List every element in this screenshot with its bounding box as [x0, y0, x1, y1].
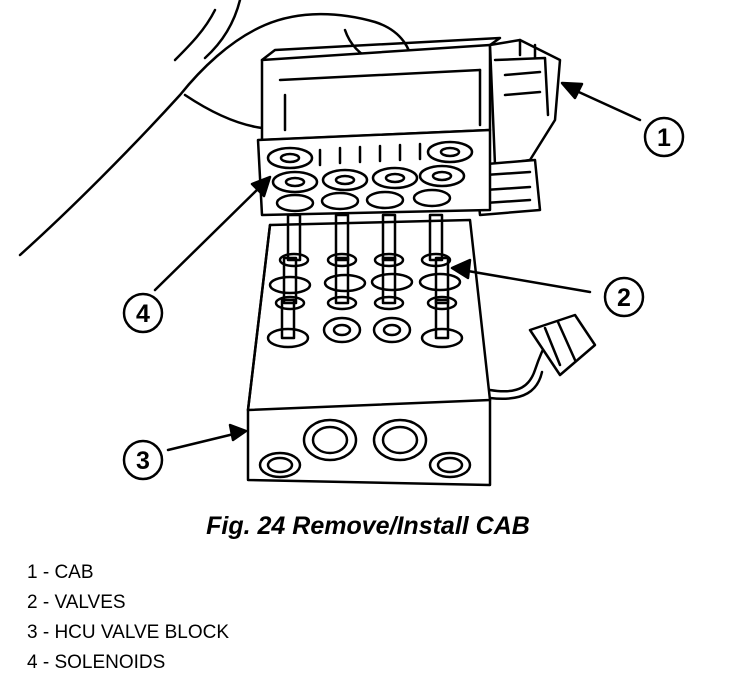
callout-number-1: 1 — [657, 124, 671, 152]
callout-number-2: 2 — [617, 284, 631, 312]
callout-arrow-4 — [153, 175, 272, 292]
callout-circle-4 — [122, 292, 164, 334]
callout-arrow-3 — [166, 423, 248, 452]
callout-circle-1 — [643, 116, 685, 158]
legend-item-hcu-valve-block: 3 - HCU VALVE BLOCK — [27, 622, 230, 643]
figure-caption: Fig. 24 Remove/Install CAB — [206, 512, 530, 540]
callout-arrow-1 — [560, 81, 642, 122]
callout-circle-3 — [122, 439, 164, 481]
legend-item-cab: 1 - CAB — [27, 562, 94, 583]
legend-item-solenoids: 4 - SOLENOIDS — [27, 652, 166, 673]
callout-circle-2 — [603, 276, 645, 318]
cab-diagram: 1 2 3 4 — [18, 0, 685, 487]
callout-number-4: 4 — [136, 300, 150, 328]
hcu-valve-block — [246, 213, 597, 487]
callout-arrow-2 — [450, 258, 592, 294]
cab-module — [256, 36, 562, 217]
legend-list: 1 - CAB 2 - VALVES 3 - HCU VALVE BLOCK 4… — [27, 560, 229, 680]
callout-number-3: 3 — [136, 447, 150, 475]
legend-item-valves: 2 - VALVES — [27, 592, 126, 613]
